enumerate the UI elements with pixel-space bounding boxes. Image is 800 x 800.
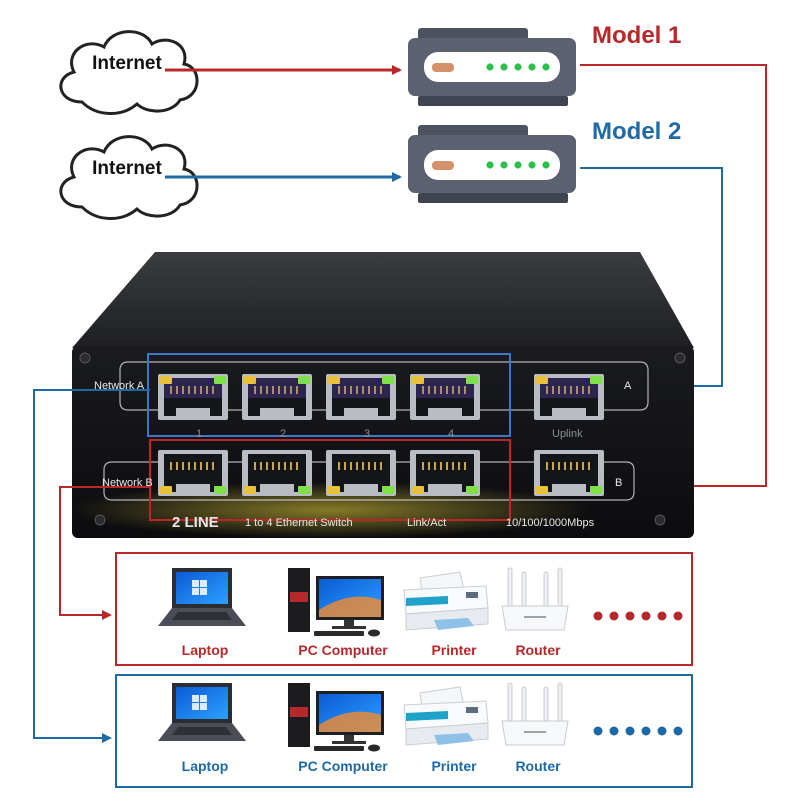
ethernet-port-icon bbox=[534, 450, 604, 496]
device-label: Router bbox=[515, 758, 561, 774]
uplink-label: Uplink bbox=[552, 428, 583, 440]
printer-icon bbox=[403, 571, 489, 631]
speed-label: 10/100/1000Mbps bbox=[506, 517, 595, 529]
ethernet-port-icon bbox=[534, 374, 604, 420]
ethernet-port-icon bbox=[158, 450, 228, 496]
port-number: 2 bbox=[280, 428, 287, 440]
laptop-icon bbox=[158, 568, 246, 626]
device-label: PC Computer bbox=[298, 642, 388, 658]
network-a-to-devices-line bbox=[33, 389, 150, 743]
internet-label: Internet bbox=[92, 158, 162, 179]
network-b-to-devices-line bbox=[59, 486, 150, 620]
port-number: 1 bbox=[196, 428, 203, 440]
ellipsis-dots-icon bbox=[593, 611, 683, 621]
router-icon bbox=[501, 682, 569, 746]
device-label: Printer bbox=[431, 758, 477, 774]
ethernet-port-icon bbox=[326, 450, 396, 496]
device-label: Laptop bbox=[181, 642, 229, 658]
ethernet-port-icon bbox=[410, 374, 480, 420]
device-row bbox=[158, 567, 683, 637]
model-2-label: Model 2 bbox=[592, 118, 682, 145]
model-1-label: Model 1 bbox=[592, 22, 682, 49]
modem-icon bbox=[408, 125, 576, 203]
cloud-icon bbox=[59, 30, 199, 115]
port-number: 4 bbox=[448, 428, 455, 440]
device-label: PC Computer bbox=[298, 758, 388, 774]
ethernet-port-icon bbox=[326, 374, 396, 420]
network-b-ports bbox=[158, 450, 604, 496]
brand-label: 2 LINE bbox=[172, 514, 219, 531]
ethernet-port-icon bbox=[242, 374, 312, 420]
ethernet-port-icon bbox=[242, 450, 312, 496]
modem-icon bbox=[408, 28, 576, 106]
link-act-label: Link/Act bbox=[407, 517, 447, 529]
network-b-device-group bbox=[115, 552, 693, 666]
network-a-label: Network A bbox=[94, 380, 145, 392]
device-label: Router bbox=[515, 642, 561, 658]
pc-computer-icon bbox=[288, 568, 384, 637]
device-row bbox=[158, 682, 683, 752]
printer-icon bbox=[403, 686, 489, 746]
model1-to-port-b-line bbox=[580, 64, 767, 491]
device-label: Printer bbox=[431, 642, 477, 658]
switch-description: 1 to 4 Ethernet Switch bbox=[245, 517, 353, 529]
device-label: Laptop bbox=[181, 758, 229, 774]
network-a-ports bbox=[158, 374, 604, 420]
laptop-icon bbox=[158, 683, 246, 741]
internet-label: Internet bbox=[92, 53, 162, 74]
router-icon bbox=[501, 567, 569, 631]
pc-computer-icon bbox=[288, 683, 384, 752]
cloud-icon bbox=[59, 135, 199, 220]
ellipsis-dots-icon bbox=[593, 726, 683, 736]
port-number: 3 bbox=[364, 428, 371, 440]
port-a-letter: A bbox=[624, 380, 632, 392]
ethernet-port-icon bbox=[158, 374, 228, 420]
port-b-letter: B bbox=[615, 477, 623, 489]
network-b-label: Network B bbox=[102, 477, 153, 489]
ethernet-port-icon bbox=[410, 450, 480, 496]
network-a-device-group bbox=[115, 674, 693, 788]
